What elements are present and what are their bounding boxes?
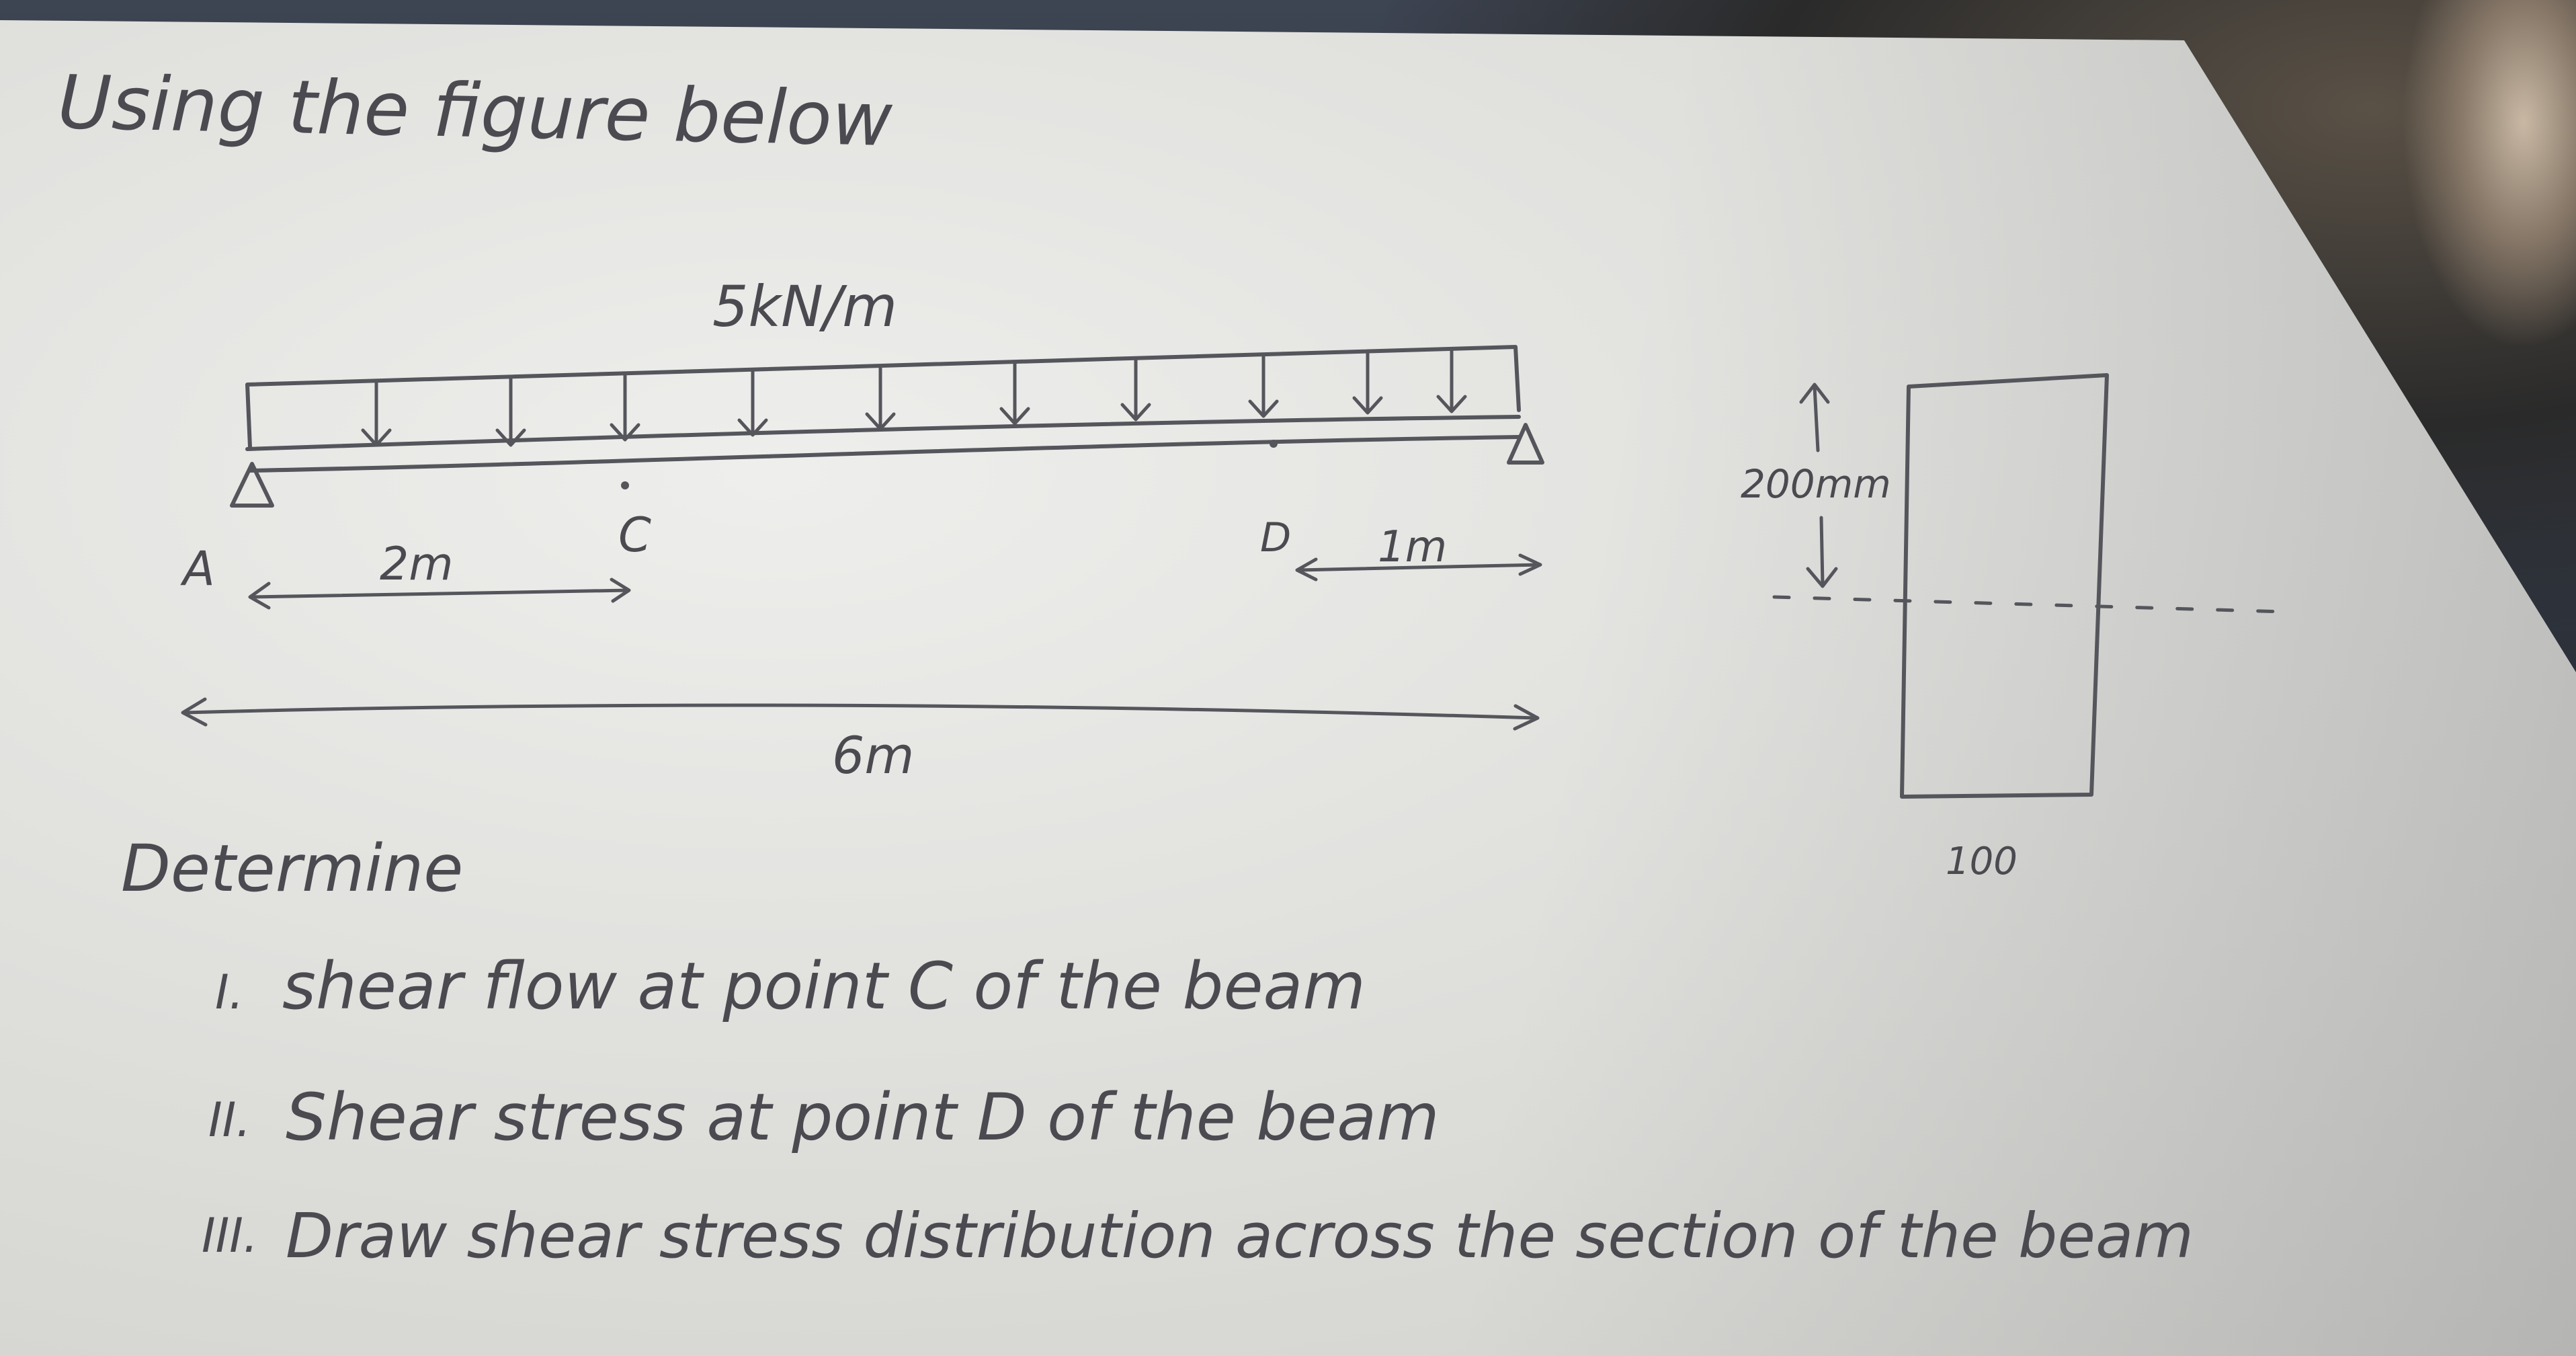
point-c-marker bbox=[621, 481, 629, 489]
distributed-load bbox=[245, 345, 1521, 449]
hand bbox=[2401, 0, 2576, 350]
question-2: II. Shear stress at point D of the beam bbox=[208, 1080, 1440, 1155]
svg-text:Draw shear stress distribution: Draw shear stress distribution across th… bbox=[286, 1200, 2194, 1272]
svg-text:1m: 1m bbox=[1378, 522, 1447, 572]
height-arrow-up bbox=[1799, 383, 1830, 452]
point-d-marker bbox=[1270, 440, 1278, 448]
cross-section: 200mm 100 bbox=[1741, 373, 2287, 883]
determine-label: Determine bbox=[121, 831, 463, 906]
svg-text:6m: 6m bbox=[832, 725, 914, 785]
svg-text:II.: II. bbox=[208, 1092, 251, 1148]
dimension-total: 6m bbox=[181, 697, 1540, 785]
svg-text:Shear stress at point D of the: Shear stress at point D of the beam bbox=[286, 1080, 1440, 1155]
support-a bbox=[230, 462, 274, 508]
svg-text:III.: III. bbox=[202, 1208, 258, 1263]
svg-text:2m: 2m bbox=[380, 538, 454, 591]
svg-text:shear flow at point C of the b: shear flow at point C of the beam bbox=[282, 949, 1366, 1024]
svg-text:I.: I. bbox=[215, 965, 244, 1020]
dimension-ac: 2m bbox=[248, 538, 631, 610]
beam bbox=[245, 415, 1521, 489]
point-d-label: D bbox=[1260, 514, 1291, 561]
neutral-axis bbox=[1772, 595, 2287, 614]
load-label: 5kN/m bbox=[712, 274, 897, 340]
section-width-label: 100 bbox=[1946, 840, 2018, 883]
heading: Using the figure below bbox=[56, 59, 894, 163]
question-1: I. shear flow at point C of the beam bbox=[215, 949, 1366, 1024]
point-a-label: A bbox=[180, 541, 215, 596]
support-b bbox=[1507, 423, 1544, 465]
question-3: III. Draw shear stress distribution acro… bbox=[202, 1200, 2194, 1272]
dimension-db: 1m bbox=[1295, 522, 1542, 582]
point-c-label: C bbox=[618, 508, 651, 563]
height-arrow-down bbox=[1806, 516, 1838, 588]
section-height-label: 200mm bbox=[1741, 461, 1891, 507]
